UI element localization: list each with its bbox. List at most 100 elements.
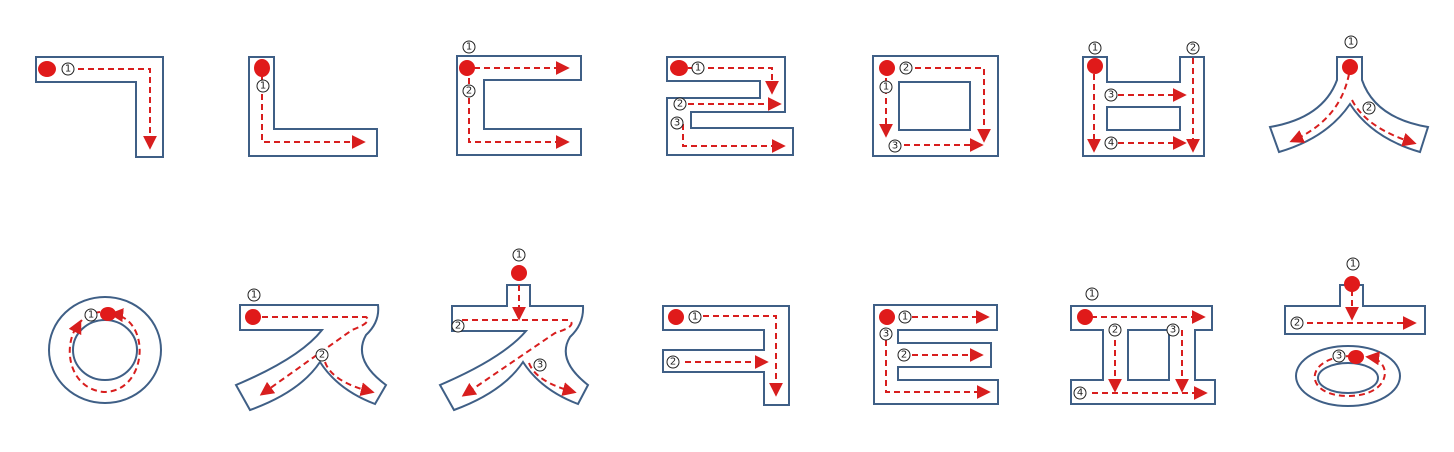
rieul-outline <box>666 56 794 156</box>
ieung-order-1: 1 <box>84 308 98 322</box>
jieut-stroke-2 <box>324 361 375 397</box>
letter-pieup: 1 2 3 4 <box>1070 287 1216 405</box>
rieul-start-dot <box>670 60 688 76</box>
nieun-order-1: 1 <box>256 79 270 93</box>
digeut-order-2: 2 <box>462 84 476 98</box>
letter-giyeok: 1 <box>35 56 164 158</box>
svg-text:1: 1 <box>883 82 889 93</box>
giyeok-start-dot <box>38 61 56 77</box>
nieun-stroke-1 <box>261 74 366 149</box>
nieun-start-dot <box>254 59 270 77</box>
mieum-stroke-2 <box>915 67 991 143</box>
chieut-stroke-2 <box>461 319 573 397</box>
mieum-start-dot <box>879 60 895 76</box>
svg-text:1: 1 <box>251 290 257 301</box>
svg-text:2: 2 <box>466 86 472 97</box>
digeut-order-1: 1 <box>462 40 476 54</box>
siot-outline <box>1268 56 1430 154</box>
digeut-outline <box>456 55 582 156</box>
jieut-order-2: 2 <box>315 348 329 362</box>
letter-siot: 1 2 <box>1268 35 1430 154</box>
chieut-order-2: 2 <box>451 319 465 333</box>
letter-mieum: 1 2 3 <box>872 55 999 157</box>
svg-text:1: 1 <box>65 64 71 75</box>
ieung-stroke-1-start <box>68 319 82 336</box>
svg-text:2: 2 <box>677 99 683 110</box>
siot-start-dot <box>1342 59 1358 75</box>
letter-rieul: 1 2 3 <box>666 56 794 156</box>
kieuk-order-1: 1 <box>688 310 702 324</box>
hieut-start-dot <box>1344 276 1360 292</box>
chieut-order-3: 3 <box>533 358 547 372</box>
ieung-start-dot <box>100 307 116 321</box>
svg-text:2: 2 <box>903 63 909 74</box>
pieup-order-4: 4 <box>1073 386 1087 400</box>
rieul-order-2: 2 <box>673 97 687 111</box>
bieup-start-dot <box>1087 58 1103 74</box>
rieul-order-3: 3 <box>670 116 684 130</box>
bieup-order-1: 1 <box>1088 41 1102 55</box>
mieum-order-1: 1 <box>879 80 893 94</box>
svg-text:1: 1 <box>695 63 701 74</box>
svg-text:2: 2 <box>1112 325 1118 336</box>
svg-text:2: 2 <box>1366 103 1372 114</box>
letter-nieun: 1 <box>248 56 378 157</box>
pieup-inner-slot <box>1127 329 1170 381</box>
letter-digeut: 1 2 <box>456 40 582 156</box>
svg-text:3: 3 <box>674 118 680 129</box>
svg-text:1: 1 <box>466 42 472 53</box>
digeut-stroke-2 <box>468 78 570 149</box>
svg-text:2: 2 <box>901 350 907 361</box>
tieut-order-1: 1 <box>898 310 912 324</box>
tieut-start-dot <box>879 309 895 325</box>
kieuk-stroke-1 <box>703 315 783 397</box>
rieul-order-1: 1 <box>691 61 705 75</box>
pieup-order-2: 2 <box>1108 323 1122 337</box>
mieum-order-2: 2 <box>899 61 913 75</box>
bieup-order-2: 2 <box>1186 41 1200 55</box>
pieup-start-dot <box>1077 309 1093 325</box>
letter-kieuk: 1 2 <box>662 305 790 406</box>
pieup-order-1: 1 <box>1085 287 1099 301</box>
svg-text:2: 2 <box>319 350 325 361</box>
letter-chieut: 1 2 3 <box>438 248 590 412</box>
jieut-order-1: 1 <box>247 288 261 302</box>
hieut-order-2: 2 <box>1290 316 1304 330</box>
hieut-ring-start-dot <box>1348 350 1364 364</box>
hieut-stroke-3 <box>1313 351 1386 398</box>
hieut-order-3: 3 <box>1332 349 1346 363</box>
tieut-stroke-3 <box>885 330 991 399</box>
rieul-stroke-3 <box>682 124 786 153</box>
kieuk-start-dot <box>668 309 684 325</box>
hieut-outline <box>1284 284 1426 335</box>
tieut-order-3: 3 <box>879 327 893 341</box>
svg-text:3: 3 <box>1336 351 1342 362</box>
chieut-order-1: 1 <box>512 248 526 262</box>
mieum-inner-square <box>898 81 971 131</box>
svg-text:1: 1 <box>1350 259 1356 270</box>
chieut-stroke-3 <box>528 362 577 396</box>
ieung-inner-ring <box>72 319 138 381</box>
svg-text:2: 2 <box>1190 43 1196 54</box>
svg-text:2: 2 <box>455 321 461 332</box>
hieut-order-1: 1 <box>1346 257 1360 271</box>
letter-ieung: 1 <box>48 296 162 404</box>
siot-order-2: 2 <box>1362 101 1376 115</box>
svg-text:1: 1 <box>902 312 908 323</box>
pieup-order-3: 3 <box>1166 323 1180 337</box>
svg-text:1: 1 <box>88 310 94 321</box>
hieut-ring-inner <box>1317 362 1379 394</box>
svg-text:1: 1 <box>1092 43 1098 54</box>
svg-text:4: 4 <box>1108 138 1114 149</box>
svg-text:1: 1 <box>1348 37 1354 48</box>
svg-text:3: 3 <box>892 141 898 152</box>
digeut-start-dot <box>459 60 475 76</box>
siot-stroke-2 <box>1351 99 1417 147</box>
bieup-inner-slot <box>1106 106 1181 131</box>
svg-text:1: 1 <box>692 312 698 323</box>
kieuk-order-2: 2 <box>666 355 680 369</box>
jieut-stroke-1 <box>259 316 369 396</box>
giyeok-order-1: 1 <box>61 62 75 76</box>
svg-text:3: 3 <box>1170 325 1176 336</box>
